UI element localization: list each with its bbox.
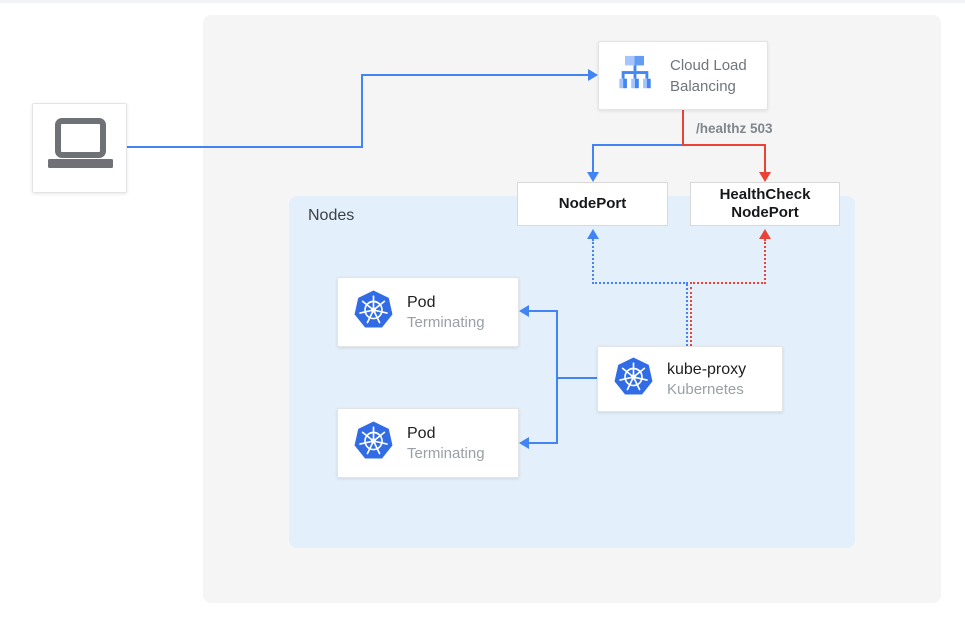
dotted-red-horizontal bbox=[690, 282, 766, 284]
cloud-load-balancing-card: Cloud Load Balancing bbox=[598, 41, 768, 110]
kube-proxy-subtitle: Kubernetes bbox=[667, 380, 744, 398]
pod-title: Pod bbox=[407, 293, 436, 311]
arrowhead-up-into-healthcheck-nodeport bbox=[759, 229, 771, 239]
kubernetes-icon bbox=[613, 356, 654, 402]
healthz-status-label: /healthz 503 bbox=[696, 121, 773, 136]
line-laptop-to-clb-seg1 bbox=[127, 146, 363, 148]
line-branch-blue-vertical bbox=[592, 144, 594, 174]
pod-card-1: Pod Terminating bbox=[337, 277, 519, 347]
healthcheck-nodeport-label-line2: NodePort bbox=[731, 204, 799, 221]
arrowhead-into-healthcheck-nodeport bbox=[759, 172, 771, 182]
line-to-pod1 bbox=[528, 310, 558, 312]
line-branch-blue-horizontal bbox=[592, 144, 684, 146]
arrowhead-into-pod2 bbox=[519, 437, 529, 449]
laptop-icon bbox=[45, 116, 115, 181]
dotted-red-vertical-under-healthcheck bbox=[764, 239, 766, 284]
dotted-blue-vertical-under-nodeport bbox=[592, 239, 594, 284]
dotted-blue-horizontal bbox=[592, 282, 688, 284]
kube-proxy-card: kube-proxy Kubernetes bbox=[597, 346, 783, 412]
line-branch-red-horizontal bbox=[682, 144, 766, 146]
client-device-card bbox=[32, 103, 127, 193]
kubernetes-icon bbox=[353, 420, 394, 466]
kube-proxy-title: kube-proxy bbox=[667, 360, 747, 378]
line-branch-red-vertical bbox=[764, 144, 766, 174]
arrowhead-into-clb bbox=[588, 69, 598, 81]
line-kubeproxy-vertical bbox=[556, 310, 558, 444]
nodeport-card: NodePort bbox=[517, 182, 668, 226]
kubernetes-icon bbox=[353, 289, 394, 335]
pod-title: Pod bbox=[407, 424, 436, 442]
nodeport-label: NodePort bbox=[558, 195, 627, 212]
dotted-blue-vertical-to-kubeproxy bbox=[686, 284, 688, 346]
arrowhead-into-nodeport bbox=[587, 172, 599, 182]
page-top-divider bbox=[0, 0, 965, 3]
healthcheck-nodeport-card: HealthCheck NodePort bbox=[690, 182, 840, 226]
load-balancer-icon bbox=[614, 54, 656, 97]
arrowhead-up-into-nodeport bbox=[587, 229, 599, 239]
line-laptop-to-clb-seg2 bbox=[361, 74, 363, 148]
line-kubeproxy-left bbox=[557, 377, 597, 379]
nodes-group-label: Nodes bbox=[308, 207, 355, 224]
load-balancer-label: Cloud Load Balancing bbox=[670, 56, 747, 95]
arrowhead-into-pod1 bbox=[519, 305, 529, 317]
dotted-red-vertical-to-kubeproxy bbox=[690, 287, 692, 346]
pod-status: Terminating bbox=[407, 444, 485, 462]
pod-card-2: Pod Terminating bbox=[337, 408, 519, 478]
line-clb-down-red bbox=[682, 110, 684, 146]
healthcheck-nodeport-label-line1: HealthCheck bbox=[719, 186, 811, 203]
pod-status: Terminating bbox=[407, 313, 485, 331]
line-laptop-to-clb-seg3 bbox=[361, 74, 589, 76]
line-to-pod2 bbox=[528, 442, 558, 444]
